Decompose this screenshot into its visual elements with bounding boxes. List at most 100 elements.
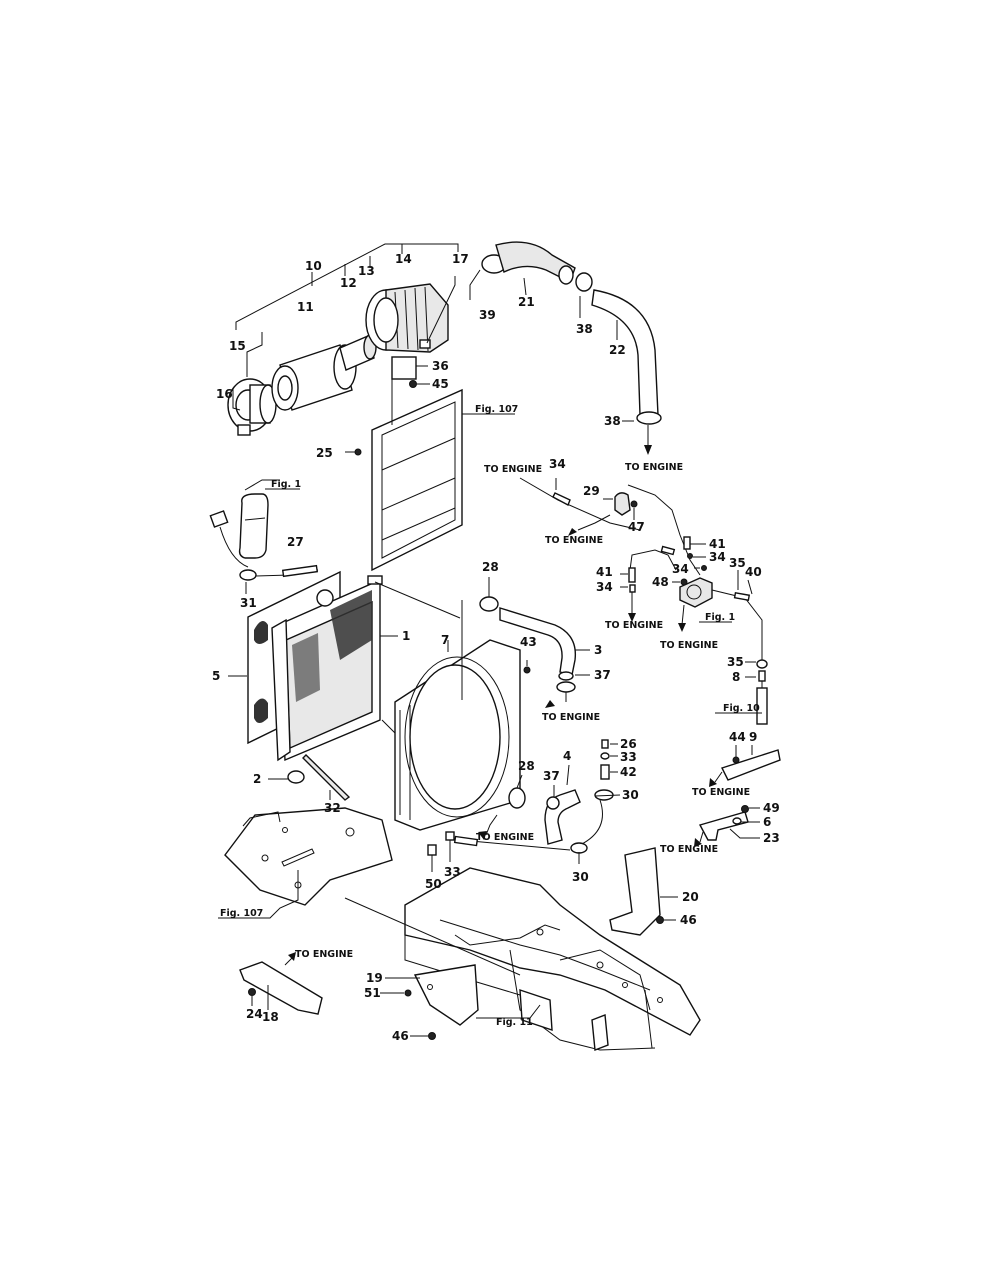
fig-1-label-valve: Fig. 1 — [705, 612, 735, 623]
callout-39: 39 — [479, 308, 496, 322]
callout-33-right: 33 — [620, 750, 637, 764]
lower-plates — [239, 952, 541, 1040]
callout-3: 3 — [594, 643, 602, 657]
air-filter-element — [271, 344, 357, 411]
callout-27: 27 — [287, 535, 304, 549]
callout-19: 19 — [366, 971, 383, 985]
callout-33-bottom: 33 — [444, 865, 461, 879]
callout-2: 2 — [253, 772, 261, 786]
fig-11-label: Fig. 11 — [496, 1017, 533, 1028]
reference-labels: Fig. 107 TO ENGINE TO ENGINE TO ENGINE F… — [220, 404, 762, 1028]
callout-10: 10 — [305, 259, 322, 273]
callout-38-top: 38 — [576, 322, 593, 336]
callout-51: 51 — [364, 986, 381, 1000]
callout-30-top: 30 — [622, 788, 639, 802]
fan-shroud — [394, 600, 521, 872]
to-engine-label-1: TO ENGINE — [625, 462, 683, 473]
callout-7: 7 — [441, 633, 449, 647]
callout-23: 23 — [763, 831, 780, 845]
to-engine-label-7: TO ENGINE — [692, 787, 750, 798]
callout-8: 8 — [732, 670, 740, 684]
callout-17: 17 — [452, 252, 469, 266]
callout-24: 24 — [246, 1007, 263, 1021]
callout-12: 12 — [340, 276, 357, 290]
to-engine-label-8: TO ENGINE — [476, 832, 534, 843]
callout-1: 1 — [402, 629, 410, 643]
callout-28-bottom: 28 — [518, 759, 535, 773]
air-cleaner-cover — [227, 378, 277, 436]
callout-31: 31 — [240, 596, 257, 610]
upper-hose — [479, 577, 590, 708]
callout-44: 44 — [729, 730, 746, 744]
callout-46-bottom: 46 — [392, 1029, 409, 1043]
callout-25: 25 — [316, 446, 333, 460]
callout-41-left: 41 — [596, 565, 613, 579]
callout-35-top: 35 — [729, 556, 746, 570]
to-engine-label-9: TO ENGINE — [660, 844, 718, 855]
callout-16: 16 — [216, 387, 233, 401]
radiator — [268, 575, 461, 801]
fig-107-label-bottom: Fig. 107 — [220, 908, 263, 919]
air-cleaner-housing — [365, 283, 449, 353]
callout-42: 42 — [620, 765, 637, 779]
callout-34-top: 34 — [549, 457, 566, 471]
inner-filter-element — [339, 334, 377, 371]
hardware-stack — [600, 739, 618, 780]
callout-29: 29 — [583, 484, 600, 498]
callout-21: 21 — [518, 295, 535, 309]
callout-4: 4 — [563, 749, 571, 763]
clip — [419, 339, 431, 349]
to-engine-label-5: TO ENGINE — [660, 640, 718, 651]
callout-5: 5 — [212, 669, 220, 683]
callout-34-mid: 34 — [672, 562, 689, 576]
cleaner-bracket — [391, 356, 417, 380]
callout-43: 43 — [520, 635, 537, 649]
callout-26: 26 — [620, 737, 637, 751]
callout-6: 6 — [763, 815, 771, 829]
callout-50: 50 — [425, 877, 442, 891]
side-panel — [609, 847, 678, 936]
callout-13: 13 — [358, 264, 375, 278]
mount-brackets — [694, 745, 781, 847]
callout-40: 40 — [745, 565, 762, 579]
callout-20: 20 — [682, 890, 699, 904]
callout-32: 32 — [324, 801, 341, 815]
intake-hoses — [469, 241, 662, 455]
callout-18: 18 — [262, 1010, 279, 1024]
callout-48: 48 — [652, 575, 669, 589]
callout-11: 11 — [297, 300, 314, 314]
to-engine-label-3: TO ENGINE — [545, 535, 603, 546]
to-engine-label-6: TO ENGINE — [542, 712, 600, 723]
callout-46-right: 46 — [680, 913, 697, 927]
radiator-frame — [345, 360, 463, 572]
callout-34-right: 34 — [709, 550, 726, 564]
callout-30-bottom: 30 — [572, 870, 589, 884]
callout-28-top: 28 — [482, 560, 499, 574]
callout-41-right: 41 — [709, 537, 726, 551]
fig-107-label-top: Fig. 107 — [475, 404, 518, 415]
fig-10-label: Fig. 10 — [723, 703, 760, 714]
callout-49: 49 — [763, 801, 780, 815]
callout-38-bottom: 38 — [604, 414, 621, 428]
callout-14: 14 — [395, 252, 412, 266]
callout-numbers: 10 11 12 13 14 15 16 17 36 45 39 21 38 2… — [212, 252, 780, 1043]
air-cleaner-group — [227, 243, 459, 436]
callout-35-bottom: 35 — [727, 655, 744, 669]
callout-37-top: 37 — [594, 668, 611, 682]
callout-47: 47 — [628, 520, 645, 534]
to-engine-label-10: TO ENGINE — [295, 949, 353, 960]
callout-37-bottom: 37 — [543, 769, 560, 783]
fig-1-label-tank: Fig. 1 — [271, 479, 301, 490]
to-engine-label-2: TO ENGINE — [484, 464, 542, 475]
callout-22: 22 — [609, 343, 626, 357]
callout-34-left: 34 — [596, 580, 613, 594]
under-cover — [218, 807, 393, 919]
lower-hose — [453, 764, 621, 864]
callout-45: 45 — [432, 377, 449, 391]
reserve-tank — [209, 479, 319, 594]
drain-lines — [519, 477, 768, 725]
callout-9: 9 — [749, 730, 757, 744]
callout-15: 15 — [229, 339, 246, 353]
to-engine-label-4: TO ENGINE — [605, 620, 663, 631]
